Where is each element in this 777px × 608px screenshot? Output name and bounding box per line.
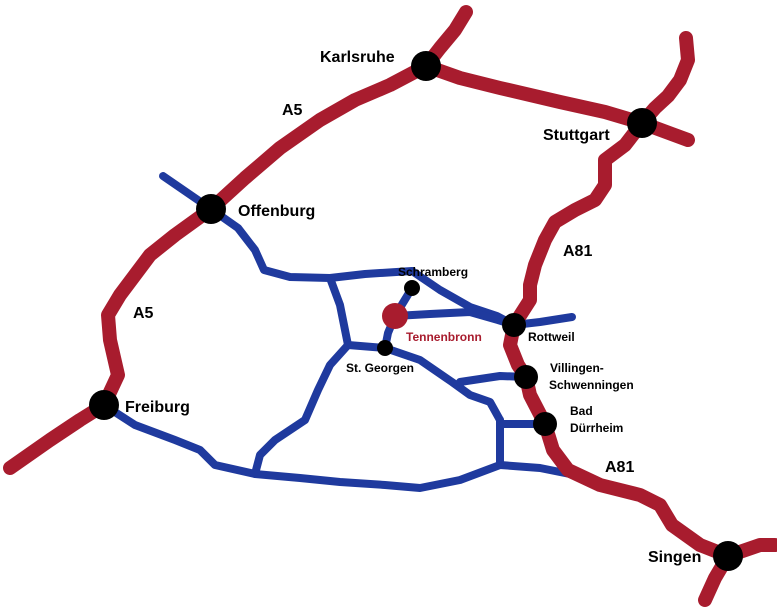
road-stgeorgen-southwest bbox=[251, 341, 352, 478]
highway-a5 bbox=[3, 5, 473, 475]
karlsruhe-marker bbox=[411, 51, 441, 81]
villingen-marker bbox=[514, 365, 538, 389]
a81-label-upper: A81 bbox=[563, 243, 592, 260]
freiburg-label: Freiburg bbox=[125, 399, 190, 416]
bad-duerrheim-label-line2: Dürrheim bbox=[570, 421, 623, 435]
city-labels: Karlsruhe Stuttgart Offenburg Freiburg S… bbox=[125, 49, 701, 566]
st-georgen-marker bbox=[377, 340, 393, 356]
road-vertical-west bbox=[326, 274, 352, 349]
singen-label: Singen bbox=[648, 549, 701, 566]
road-freiburg-south bbox=[100, 401, 504, 492]
a81-label-lower: A81 bbox=[605, 459, 634, 476]
offenburg-label: Offenburg bbox=[238, 203, 315, 220]
rottweil-marker bbox=[502, 313, 526, 337]
bad-duerrheim-label-line1: Bad bbox=[570, 404, 593, 418]
highway-labels: A5 A5 A81 A81 bbox=[133, 102, 634, 476]
stuttgart-marker bbox=[627, 108, 657, 138]
a5-label-lower: A5 bbox=[133, 305, 154, 322]
singen-marker bbox=[713, 541, 743, 571]
road-stgeorgen-southeast bbox=[381, 344, 504, 424]
bad-duerrheim-marker bbox=[533, 412, 557, 436]
villingen-label-line2: Schwenningen bbox=[549, 378, 634, 392]
freiburg-marker bbox=[89, 390, 119, 420]
regional-roads bbox=[100, 172, 576, 492]
tennenbronn-marker bbox=[382, 303, 408, 329]
city-markers bbox=[89, 51, 743, 571]
offenburg-marker bbox=[196, 194, 226, 224]
road-offenburg-schramberg bbox=[207, 205, 416, 282]
schramberg-label: Schramberg bbox=[398, 265, 468, 279]
karlsruhe-label: Karlsruhe bbox=[320, 49, 395, 66]
st-georgen-label: St. Georgen bbox=[346, 361, 414, 375]
schramberg-marker bbox=[404, 280, 420, 296]
tennenbronn-label: Tennenbronn bbox=[406, 330, 482, 344]
road-southeast-a81 bbox=[496, 461, 574, 478]
a5-label-upper: A5 bbox=[282, 102, 303, 119]
stuttgart-label: Stuttgart bbox=[543, 127, 610, 144]
villingen-label-line1: Villingen- bbox=[550, 361, 604, 375]
rottweil-label: Rottweil bbox=[528, 330, 575, 344]
